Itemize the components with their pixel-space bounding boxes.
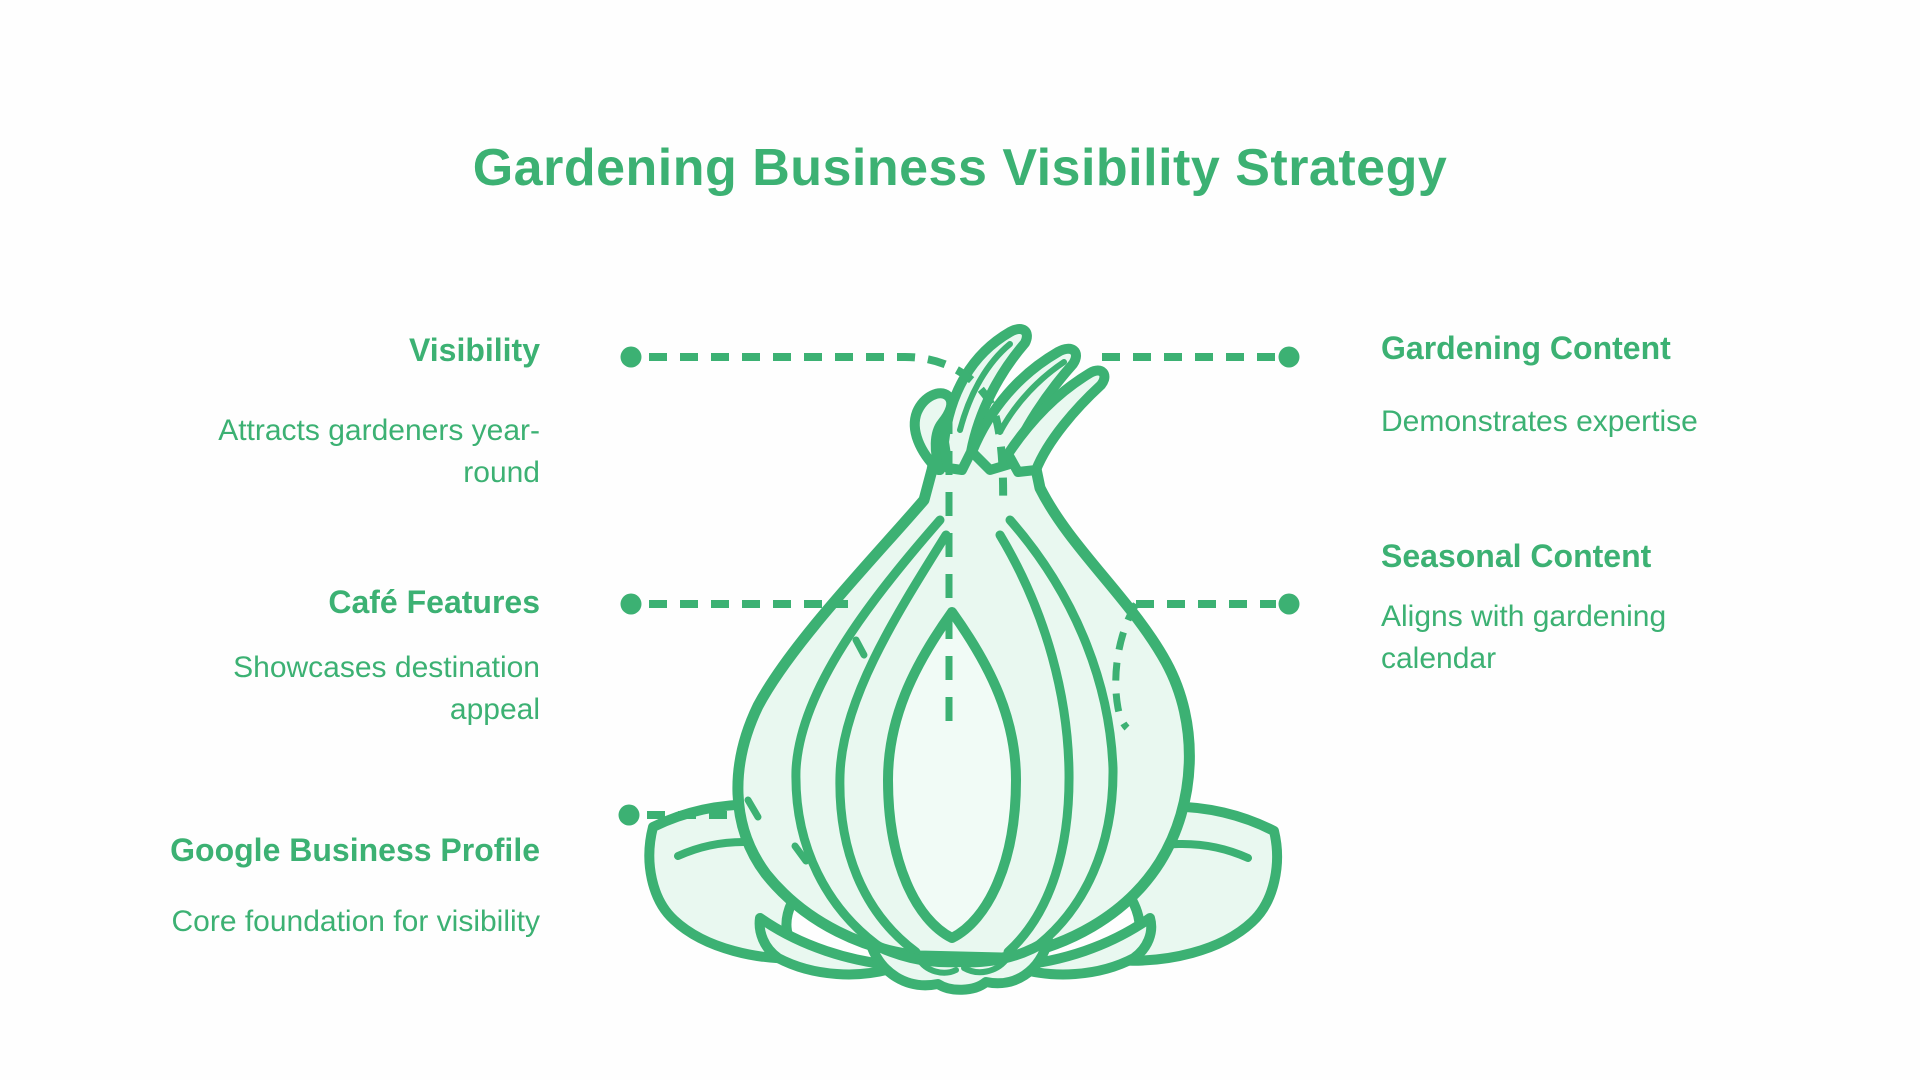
sprout-left-curl [909,388,957,475]
left-item-heading-visibility: Visibility [408,332,540,368]
right-item-description-seasonal-content: Aligns with gardening calendar [1381,600,1667,675]
left-item-google-profile-desc: Core foundation for visibility [100,901,540,943]
connector-line-visibility [649,353,1008,509]
left-item-heading-cafe-features: Café Features [328,584,540,620]
onion-layers [791,515,1118,957]
onion-core [883,607,1021,943]
left-item-heading-google-profile: Google Business Profile [170,832,540,868]
sprout-far-right [1003,365,1110,477]
connector-dot-google-profile [618,804,640,826]
right-item-heading-seasonal-content: Seasonal Content [1381,538,1652,574]
left-under-frond [754,913,905,980]
right-item-heading-gardening-content: Gardening Content [1381,330,1671,366]
right-item-description-gardening-content: Demonstrates expertise [1381,405,1698,438]
connector-dot-seasonal-content [1278,593,1300,615]
left-item-description-visibility: Attracts gardeners year- round [218,414,540,489]
onion-sprouts [909,324,1110,477]
right-item-gardening-content-desc: Demonstrates expertise [1381,401,1781,443]
connector-lines [618,346,1300,826]
left-item-description-cafe-features: Showcases destination appeal [233,651,540,726]
right-item-seasonal-content: Seasonal Content [1381,536,1781,576]
left-item-visibility: Visibility [100,330,540,370]
left-item-visibility-desc: Attracts gardeners year- round [100,410,540,494]
connector-dot-visibility [620,346,642,368]
left-item-cafe-features-desc: Showcases destination appeal [100,647,540,731]
onion-cut-marks [744,636,868,865]
page-title: Gardening Business Visibility Strategy [472,139,1448,197]
right-under-frond [1007,913,1157,980]
connector-curve-seasonal [1112,602,1140,731]
onion-illustration [644,324,1283,995]
onion-base [865,935,1053,995]
left-item-description-google-profile: Core foundation for visibility [171,905,540,938]
connector-dot-cafe-features [620,593,642,615]
right-item-seasonal-content-desc: Aligns with gardening calendar [1381,596,1781,680]
left-item-cafe-features: Café Features [100,582,540,622]
right-item-gardening-content: Gardening Content [1381,328,1781,368]
connector-dot-gardening-content [1278,346,1300,368]
left-item-google-profile: Google Business Profile [100,830,540,870]
